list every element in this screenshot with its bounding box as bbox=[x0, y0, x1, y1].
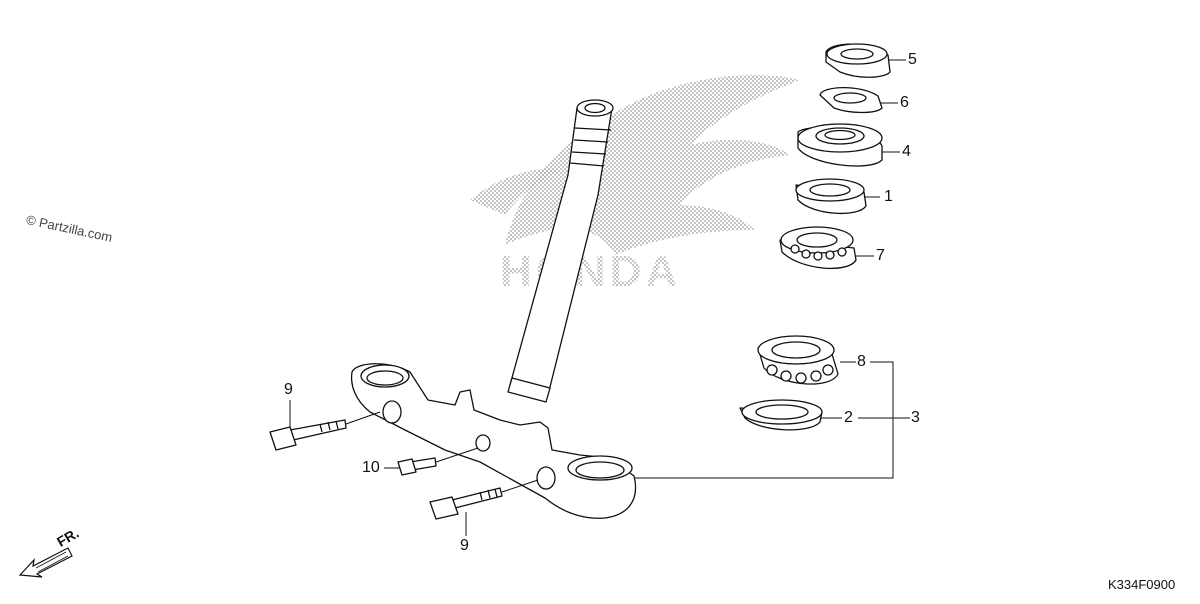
leader-lines bbox=[289, 59, 910, 536]
part-9-bolt-upper bbox=[269, 419, 347, 451]
honda-logo-text: HONDA bbox=[500, 247, 681, 296]
callout-1: 1 bbox=[884, 188, 893, 205]
callout-4: 4 bbox=[902, 143, 911, 160]
part-1-bearing-race bbox=[795, 178, 867, 215]
steering-stem bbox=[507, 99, 614, 403]
callout-10: 10 bbox=[362, 459, 380, 476]
part-2-dust-seal bbox=[739, 399, 823, 431]
part-5-lock-nut bbox=[825, 43, 891, 78]
callout-3: 3 bbox=[911, 409, 920, 426]
part-6-lock-washer bbox=[819, 87, 883, 114]
part-4-adjusting-nut bbox=[797, 123, 883, 167]
callout-6: 6 bbox=[900, 94, 909, 111]
part-7-ball-bearing bbox=[779, 226, 857, 270]
part-8-lower-bearing bbox=[757, 335, 839, 385]
callout-2: 2 bbox=[844, 409, 853, 426]
part-9-bolt-lower bbox=[429, 487, 503, 520]
callout-8: 8 bbox=[857, 353, 866, 370]
callout-7: 7 bbox=[876, 247, 885, 264]
callout-9-lower: 9 bbox=[460, 537, 469, 554]
part-10-small-bolt bbox=[397, 457, 437, 476]
honda-wing-logo bbox=[470, 75, 800, 255]
callout-9-upper: 9 bbox=[284, 381, 293, 398]
lower-bracket bbox=[350, 363, 637, 519]
drawing-code: K334F0900 bbox=[1108, 577, 1176, 592]
callout-5: 5 bbox=[908, 51, 917, 68]
front-arrow-icon bbox=[18, 547, 73, 578]
